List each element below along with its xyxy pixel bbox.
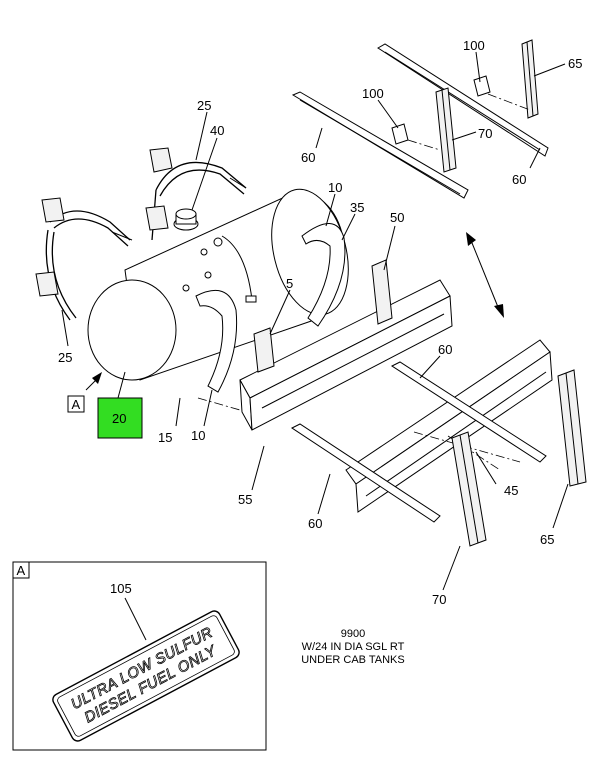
diagram-caption: 9900 W/24 IN DIA SGL RT UNDER CAB TANKS xyxy=(268,628,438,667)
callout-70: 70 xyxy=(478,126,492,141)
assembly-direction-arrow xyxy=(466,232,504,318)
callout-65: 65 xyxy=(568,56,582,71)
callout-50: 50 xyxy=(390,210,404,225)
callout-60: 60 xyxy=(301,150,315,165)
callout-15: 15 xyxy=(158,430,172,445)
highlight-part-20[interactable]: 20 xyxy=(97,397,143,439)
detail-box-label: A xyxy=(17,563,26,578)
callout-labels: 100 65 100 70 60 60 25 40 10 35 50 5 25 … xyxy=(58,38,582,607)
caption-description: W/24 IN DIA SGL RT xyxy=(301,641,405,653)
callout-60: 60 xyxy=(438,342,452,357)
callout-40: 40 xyxy=(210,123,224,138)
detail-marker: A xyxy=(67,395,85,413)
fuel-tank xyxy=(87,188,349,381)
detail-marker-label: A xyxy=(72,397,81,412)
caption-group-number: 9900 xyxy=(340,628,366,640)
callout-45: 45 xyxy=(504,483,518,498)
frame-rail-front xyxy=(239,259,453,431)
callout-105: 105 xyxy=(110,581,132,596)
callout-10: 10 xyxy=(191,428,205,443)
callout-100: 100 xyxy=(463,38,485,53)
callout-35: 35 xyxy=(350,200,364,215)
leader-lines xyxy=(61,51,569,591)
callout-100: 100 xyxy=(362,86,384,101)
callout-25: 25 xyxy=(197,98,211,113)
callout-70: 70 xyxy=(432,592,446,607)
tank-brackets xyxy=(195,223,346,393)
callout-5: 5 xyxy=(286,276,293,291)
callout-65: 65 xyxy=(540,532,554,547)
frame-rail-rear xyxy=(345,339,553,513)
upper-strap-assembly xyxy=(291,39,549,199)
callout-60: 60 xyxy=(308,516,322,531)
cross-straps xyxy=(197,361,547,523)
highlight-label: 20 xyxy=(112,411,126,426)
callout-55: 55 xyxy=(238,492,252,507)
callout-25: 25 xyxy=(58,350,72,365)
lower-posts xyxy=(451,369,587,547)
callout-10: 10 xyxy=(328,180,342,195)
callout-60: 60 xyxy=(512,172,526,187)
detail-box: A 105 ULTRA LOW SULFUR DIESEL FUEL ONLY xyxy=(12,561,267,751)
tank-straps xyxy=(35,147,247,321)
caption-location: UNDER CAB TANKS xyxy=(301,654,405,666)
